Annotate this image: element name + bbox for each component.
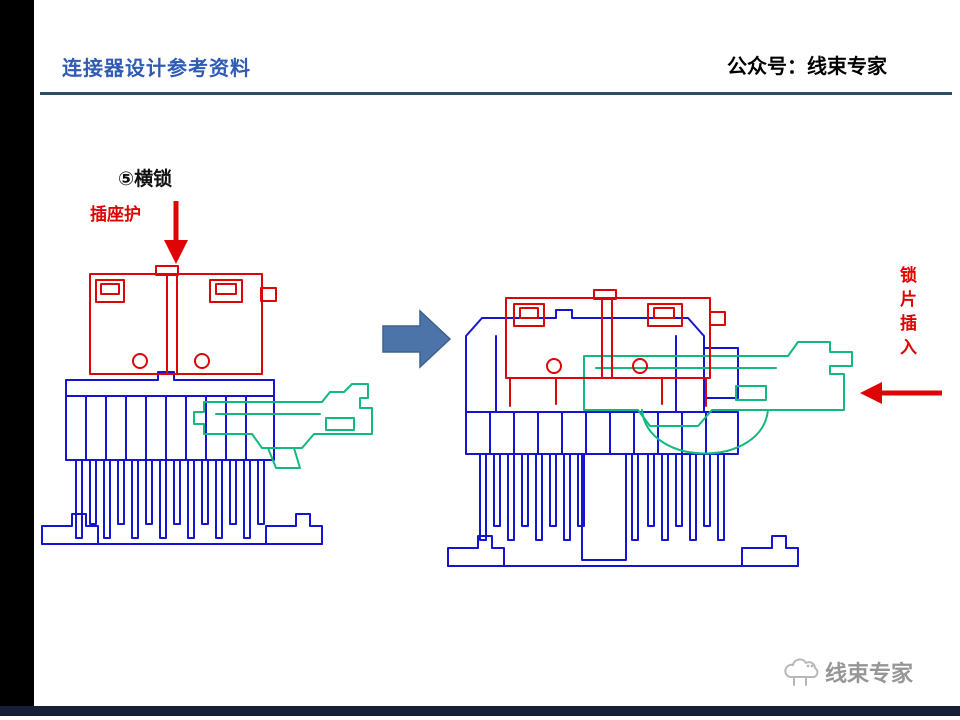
- callout-socket-guard: 插座护: [90, 205, 141, 225]
- watermark: 线束专家: [781, 654, 913, 690]
- red-arrow-down-icon: [164, 201, 188, 264]
- left-edge-bar: [0, 0, 34, 706]
- account-label: 公众号：线束专家: [727, 56, 887, 78]
- right-connector-drawing: [447, 289, 853, 567]
- left-connector-drawing: [41, 265, 373, 545]
- bottom-edge-bar: [0, 706, 960, 716]
- blue-block-arrow-right-icon: [382, 309, 452, 369]
- right-lock-plate: [583, 341, 853, 455]
- step-label: ⑤横锁: [118, 168, 173, 190]
- right-connector-body: [447, 309, 799, 567]
- left-lock-plate: [193, 383, 373, 469]
- page-title: 连接器设计参考资料: [62, 56, 251, 80]
- watermark-text: 线束专家: [825, 661, 914, 686]
- header-divider: [40, 92, 952, 95]
- red-arrow-left-icon: [860, 382, 942, 404]
- left-connector-housing: [89, 265, 277, 375]
- sheep-mascot-icon: [784, 658, 819, 686]
- left-connector-body: [41, 371, 323, 545]
- callout-lock-insert: 锁片插入: [896, 266, 916, 362]
- right-connector-housing: [505, 289, 726, 407]
